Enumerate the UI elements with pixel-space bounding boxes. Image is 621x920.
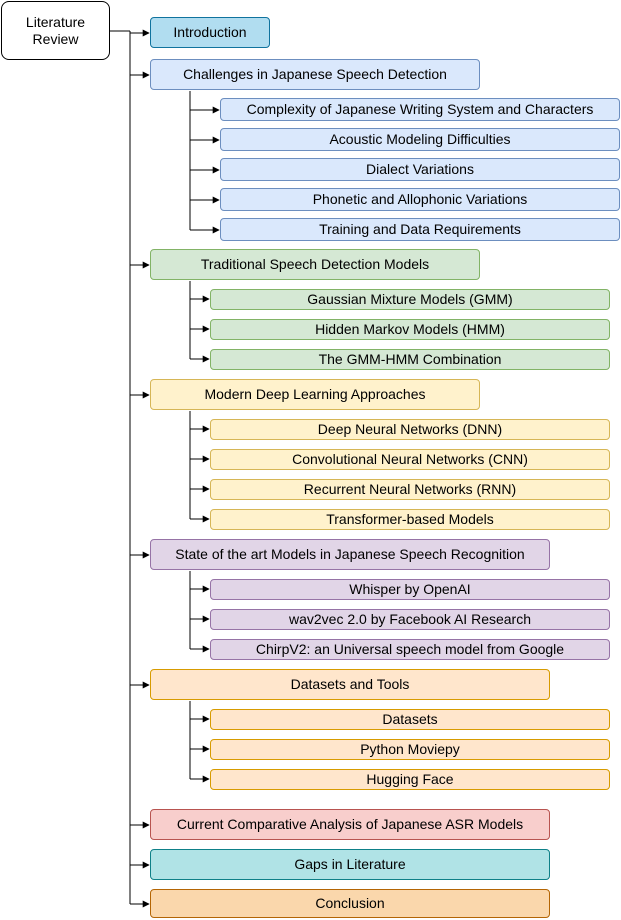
section-conclusion: Conclusion: [150, 889, 550, 918]
challenge-training-data: Training and Data Requirements: [220, 218, 620, 241]
section-challenges: Challenges in Japanese Speech Detection: [150, 59, 480, 90]
deep-transformer: Transformer-based Models: [210, 509, 610, 530]
section-datasets-tools: Datasets and Tools: [150, 669, 550, 700]
deep-dnn: Deep Neural Networks (DNN): [210, 419, 610, 440]
traditional-gmm-hmm: The GMM-HMM Combination: [210, 349, 610, 370]
section-traditional-models: Traditional Speech Detection Models: [150, 249, 480, 280]
sota-chirpv2: ChirpV2: an Universal speech model from …: [210, 639, 610, 660]
tool-datasets: Datasets: [210, 709, 610, 730]
sota-wav2vec: wav2vec 2.0 by Facebook AI Research: [210, 609, 610, 630]
section-comparative-analysis: Current Comparative Analysis of Japanese…: [150, 809, 550, 840]
section-gaps: Gaps in Literature: [150, 849, 550, 880]
sota-whisper: Whisper by OpenAI: [210, 579, 610, 600]
challenge-phonetic-variations: Phonetic and Allophonic Variations: [220, 188, 620, 211]
deep-rnn: Recurrent Neural Networks (RNN): [210, 479, 610, 500]
section-sota-models: State of the art Models in Japanese Spee…: [150, 539, 550, 570]
deep-cnn: Convolutional Neural Networks (CNN): [210, 449, 610, 470]
section-deep-learning: Modern Deep Learning Approaches: [150, 379, 480, 410]
section-introduction: Introduction: [150, 17, 270, 48]
challenge-acoustic-modeling: Acoustic Modeling Difficulties: [220, 128, 620, 151]
challenge-dialect-variations: Dialect Variations: [220, 158, 620, 181]
root-node: Literature Review: [1, 1, 110, 60]
tool-hugging-face: Hugging Face: [210, 769, 610, 790]
traditional-hmm: Hidden Markov Models (HMM): [210, 319, 610, 340]
traditional-gmm: Gaussian Mixture Models (GMM): [210, 289, 610, 310]
tool-python-moviepy: Python Moviepy: [210, 739, 610, 760]
challenge-writing-system: Complexity of Japanese Writing System an…: [220, 98, 620, 121]
